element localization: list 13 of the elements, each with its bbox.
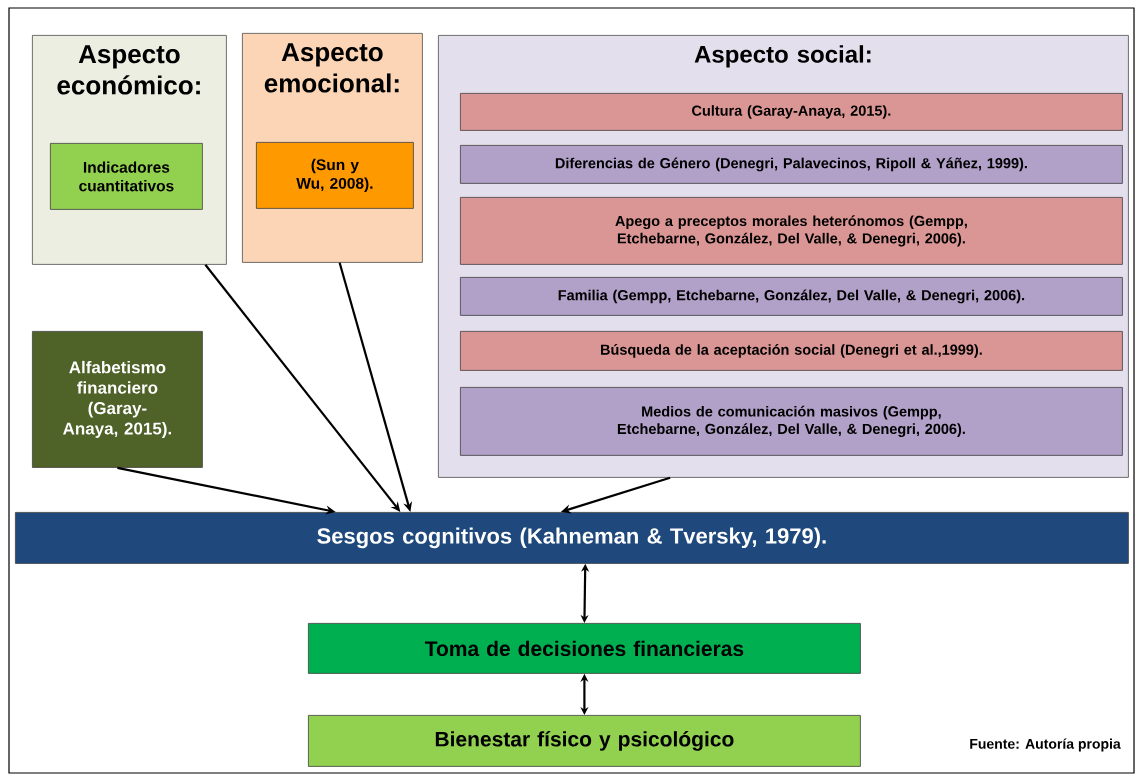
text-box: Alfabetismo financiero (Garay-Anaya, 2015). — [32, 331, 203, 468]
text-box: Apego a preceptos morales heterónomos (Gempp, Etchebarne, González, Del Valle, & Denegri, 2006). — [460, 197, 1123, 265]
source-note: Fuente: Autoría propia — [970, 738, 1121, 752]
text-box: Diferencias de Género (Denegri, Palavecinos, Ripoll & Yáñez, 1999). — [460, 145, 1123, 184]
text-box: Indicadores cuantitativos — [50, 143, 203, 210]
text-box: Toma de decisiones financieras — [308, 623, 861, 674]
text-box: (Sun y Wu, 2008). — [256, 142, 414, 209]
text-box: Familia (Gempp, Etchebarne, González, Del Valle, & Denegri, 2006). — [460, 277, 1123, 316]
text-box: Búsqueda de la aceptación social (Denegri et al.,1999). — [460, 331, 1123, 371]
text-box: Bienestar físico y psicológico — [308, 715, 861, 767]
text-box: Medios de comunicación masivos (Gempp, Etchebarne, González, Del Valle, & Denegri, 2006). — [460, 387, 1123, 456]
text-box: Cultura (Garay-Anaya, 2015). — [460, 93, 1123, 131]
banner: Sesgos cognitivos (Kahneman & Tversky, 1979). — [15, 512, 1129, 564]
